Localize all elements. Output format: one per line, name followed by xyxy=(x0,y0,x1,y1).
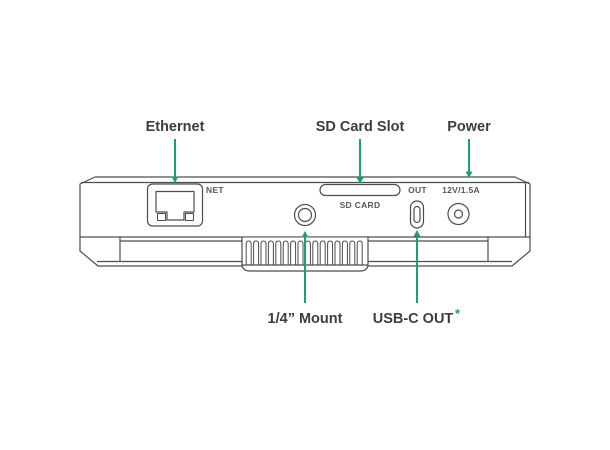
quarter-inch-mount xyxy=(293,203,317,227)
usb-c-outer xyxy=(409,200,425,229)
sd-card-slot-label: SD CARD xyxy=(340,200,381,210)
usb-c-port xyxy=(409,200,425,229)
usb-c-port-label: OUT xyxy=(408,185,427,195)
callout-arrow-power xyxy=(465,171,473,178)
sd-card-slot xyxy=(319,183,401,197)
callout-arrow-ethernet xyxy=(171,176,179,183)
callout-arrow-sd-card-slot xyxy=(356,177,364,184)
callout-label-sd-card-slot: SD Card Slot xyxy=(316,119,405,135)
mount-outer-ring xyxy=(293,203,317,227)
ethernet-jack-tab-right xyxy=(185,213,194,221)
callout-arrow-quarter-mount xyxy=(301,231,309,238)
callout-label-ethernet: Ethernet xyxy=(146,119,205,135)
callout-footnote-asterisk: * xyxy=(455,306,461,321)
callout-arrow-usb-c-out xyxy=(413,230,421,237)
ethernet-port-outer xyxy=(146,183,204,227)
mount-inner-hole xyxy=(297,207,313,223)
ethernet-port xyxy=(146,183,204,227)
power-rating-label: 12V/1.5A xyxy=(442,185,480,195)
callout-label-quarter-mount: 1/4” Mount xyxy=(268,311,343,327)
power-jack xyxy=(447,202,470,226)
power-jack-outer xyxy=(447,202,470,226)
callout-label-power: Power xyxy=(447,119,491,135)
ethernet-port-label: NET xyxy=(206,185,224,195)
ethernet-jack-opening xyxy=(155,190,195,221)
power-jack-pin xyxy=(453,209,464,219)
usb-c-inner xyxy=(413,205,421,224)
ethernet-jack-tab-left xyxy=(157,213,166,221)
vent-fins xyxy=(245,240,363,265)
callout-label-usb-c-out: USB-C OUT xyxy=(373,311,454,327)
